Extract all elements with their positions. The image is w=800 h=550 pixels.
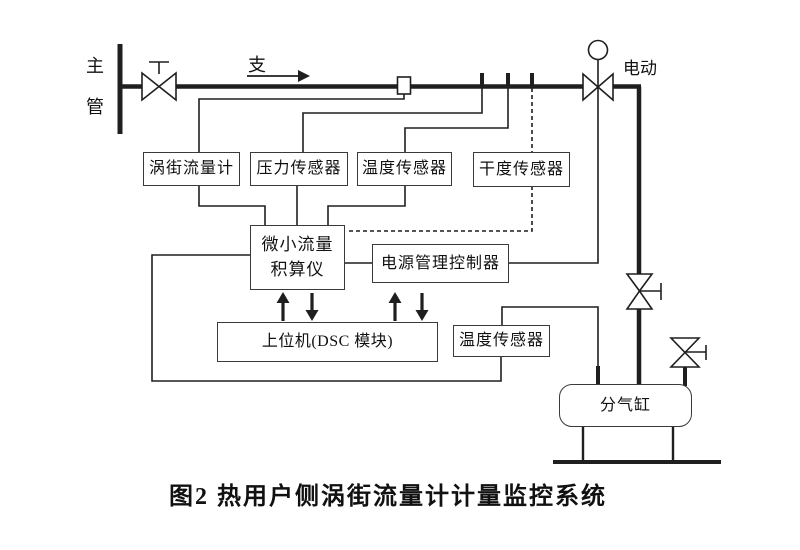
- main-pipe-label-bottom: 管: [86, 97, 104, 117]
- figure-caption: 图2 热用户侧涡街流量计计量监控系统: [169, 484, 607, 510]
- integrator-to-cylinder-temp-loop: [151, 254, 502, 382]
- electric-valve-label: 电动: [623, 59, 657, 78]
- pressure-signal-line: [302, 88, 483, 153]
- gate-valve-icon: [141, 61, 177, 102]
- flow-integrator-line2: 积算仪: [270, 259, 325, 279]
- cylinder-temperature-sensor-box: 温度传感器: [453, 325, 550, 357]
- pipe-temperature-sensor-box: 温度传感器: [357, 152, 452, 186]
- up-arrow-icon: [276, 292, 290, 321]
- electric-valve-icon: [582, 39, 614, 102]
- pressure-sensor-box: 压力传感器: [250, 152, 348, 186]
- dryness-sensor-box: 干度传感器: [473, 152, 570, 187]
- flowmeter-to-integrator-line: [198, 186, 266, 225]
- temperature-signal-line: [404, 88, 509, 153]
- power-controller-box: 电源管理控制器: [372, 244, 509, 283]
- data-arrows: [276, 292, 429, 321]
- flowmeter-body-icon: [396, 76, 412, 95]
- vertical-pipe-valve-icon: [625, 273, 662, 310]
- power-to-valve-control-line: [509, 59, 599, 264]
- sensor-tap-marks: [480, 73, 534, 88]
- branch-pipe-label: 支: [248, 55, 266, 75]
- flow-arrow-icon: [247, 70, 310, 82]
- host-computer-box: 上位机(DSC 模块): [217, 322, 438, 362]
- signal-lines: [151, 59, 599, 382]
- cylinder-supports: [553, 427, 721, 464]
- cylinder-valve-icon: [669, 337, 707, 386]
- flow-integrator-box: 微小流量 积算仪: [250, 225, 345, 290]
- temperature-to-integrator-line: [327, 186, 406, 225]
- main-pipe-label-top: 主: [86, 56, 104, 76]
- down-arrow-icon: [305, 293, 319, 321]
- cylinder-temp-sensing-line: [501, 306, 599, 370]
- up-arrow-icon: [388, 292, 402, 321]
- dryness-dashed-line: [346, 88, 533, 232]
- flowmeter-signal-line: [198, 94, 405, 153]
- branch-pipe: [120, 84, 642, 386]
- vortex-flowmeter-box: 涡街流量计: [143, 152, 240, 186]
- flow-integrator-line1: 微小流量: [261, 234, 334, 254]
- down-arrow-icon: [415, 293, 429, 321]
- gas-cylinder-box: 分气缸: [559, 384, 692, 427]
